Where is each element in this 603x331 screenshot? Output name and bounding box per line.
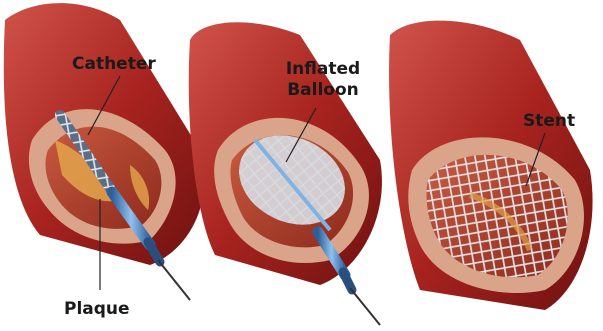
vessel-1: [4, 3, 205, 300]
vessel-3: [389, 21, 593, 310]
plaque-label: Plaque: [64, 300, 130, 319]
stent-label: Stent: [523, 112, 575, 131]
inflated-balloon-label-line1: Inflated: [276, 60, 370, 79]
catheter-label: Catheter: [72, 55, 156, 74]
inflated-balloon-label-line2: Balloon: [276, 81, 370, 100]
